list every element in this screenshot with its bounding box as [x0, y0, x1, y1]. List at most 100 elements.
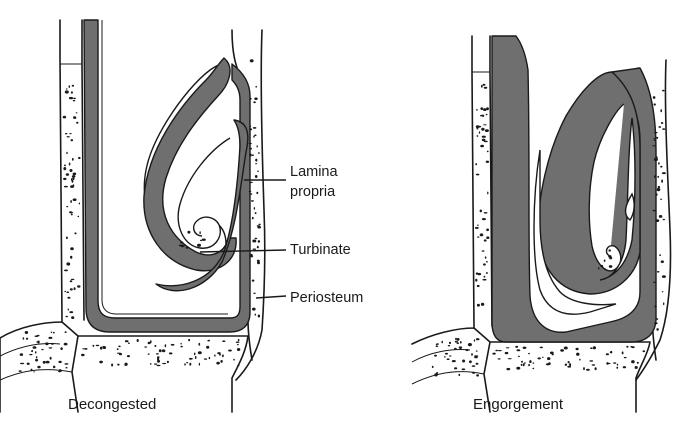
bone-stipple — [564, 363, 568, 366]
bone-stipple — [249, 128, 253, 131]
bone-stipple — [217, 352, 221, 355]
bone-stipple — [249, 97, 252, 100]
bone-stipple — [73, 97, 76, 100]
bone-stipple — [188, 338, 191, 342]
label-turbinate: Turbinate — [290, 242, 351, 258]
bone-stipple — [33, 371, 35, 373]
bone-stipple — [567, 361, 570, 364]
bone-stipple — [475, 338, 480, 341]
bone-stipple — [64, 363, 69, 365]
bone-stipple — [258, 223, 261, 226]
bone-stipple — [254, 175, 258, 178]
bone-stipple — [58, 360, 62, 364]
bone-stipple — [660, 122, 664, 124]
bone-stipple — [606, 362, 609, 365]
bone-stipple — [249, 59, 254, 63]
bone-stipple — [504, 351, 509, 355]
bone-stipple — [124, 340, 129, 343]
bone-stipple — [497, 358, 501, 360]
bone-stipple — [71, 316, 75, 319]
bone-stipple — [82, 348, 86, 350]
bone-stipple — [65, 173, 70, 176]
bone-stipple — [656, 328, 659, 331]
bone-stipple — [462, 359, 466, 363]
bone-stipple — [65, 366, 68, 369]
bone-stipple — [660, 260, 664, 264]
bone-stipple — [436, 343, 439, 345]
bone-stipple — [480, 107, 484, 110]
bone-stipple — [661, 172, 666, 175]
bone-stipple — [147, 353, 150, 355]
bone-stipple — [483, 140, 488, 143]
bone-stipple — [178, 244, 183, 247]
bone-stipple — [256, 225, 260, 227]
bone-stipple — [155, 353, 159, 355]
bone-stipple — [661, 275, 666, 278]
bone-stipple — [71, 179, 74, 183]
bone-stipple — [18, 370, 22, 372]
bone-stipple — [184, 363, 186, 366]
bone-stipple — [72, 172, 77, 176]
bone-stipple — [64, 290, 66, 293]
bone-stipple — [77, 215, 80, 218]
bone-stipple — [22, 337, 25, 340]
bone-stipple — [207, 339, 211, 342]
bone-stipple — [659, 254, 661, 256]
bone-stipple — [194, 356, 197, 359]
bone-stipple — [459, 341, 462, 344]
bone-stipple — [150, 340, 152, 344]
bone-stipple — [475, 350, 478, 352]
bone-stipple — [124, 364, 127, 366]
bone-stipple — [251, 216, 254, 220]
bone-stipple — [455, 337, 457, 341]
bone-stipple — [443, 356, 446, 358]
bone-stipple — [579, 358, 581, 361]
bone-stipple — [63, 177, 67, 181]
bone-stipple — [63, 185, 68, 188]
bone-stipple — [480, 144, 484, 148]
bone-stipple — [42, 360, 46, 364]
bone-stipple — [484, 129, 489, 133]
mucosa-septum-floor-left — [83, 19, 251, 333]
bone-stipple — [576, 352, 580, 356]
bone-stipple — [456, 338, 460, 341]
bone-stipple — [481, 218, 486, 221]
bone-stipple — [32, 346, 37, 349]
bone-stipple — [71, 157, 74, 161]
bone-stipple — [454, 340, 458, 343]
bone-stipple — [652, 96, 656, 99]
bone-stipple — [203, 358, 208, 360]
bone-stipple — [34, 351, 37, 354]
bone-stipple — [34, 335, 38, 338]
bone-stipple — [658, 216, 663, 218]
bone-stipple — [660, 109, 662, 113]
bone-stipple — [144, 346, 148, 348]
bone-stipple — [73, 287, 76, 291]
bone-stipple — [528, 352, 530, 355]
bone-stipple — [469, 360, 472, 364]
bone-stipple — [24, 331, 29, 334]
bone-stipple — [483, 275, 486, 278]
bone-stipple — [481, 127, 485, 131]
bone-stipple — [475, 362, 479, 365]
bone-stipple — [48, 347, 53, 349]
bone-stipple — [659, 215, 663, 217]
bone-stipple — [654, 305, 657, 308]
bone-stipple — [251, 154, 254, 156]
bone-stipple — [72, 100, 76, 102]
bone-stipple — [68, 85, 71, 88]
bone-stipple — [654, 131, 658, 134]
bone-stipple — [45, 342, 49, 346]
bone-stipple — [547, 357, 551, 361]
bone-stipple — [59, 369, 62, 372]
bone-stipple — [434, 354, 437, 357]
bone-stipple — [161, 349, 166, 353]
bone-stipple — [537, 357, 541, 360]
bone-stipple — [206, 345, 210, 349]
bone-stipple — [483, 124, 487, 126]
bone-stipple — [189, 362, 192, 366]
bone-stipple — [249, 181, 253, 184]
bone-stipple — [257, 152, 260, 154]
bone-stipple — [454, 367, 458, 370]
bone-stipple — [483, 239, 487, 242]
